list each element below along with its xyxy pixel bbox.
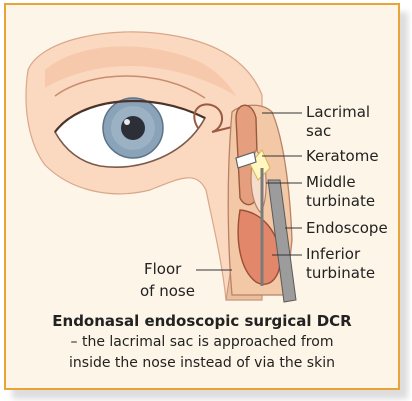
label-lacrimal-sac-2: sac <box>306 122 331 140</box>
caption-title: Endonasal endoscopic surgical DCR <box>8 310 396 332</box>
caption-line-2: inside the nose instead of via the skin <box>8 353 396 374</box>
label-middle-turbinate-2: turbinate <box>306 192 375 210</box>
label-floor-of-nose-1: Floor <box>144 260 181 278</box>
label-floor-of-nose-2: of nose <box>140 282 195 300</box>
eye-pupil <box>121 116 145 140</box>
label-inferior-turbinate-2: turbinate <box>306 264 375 282</box>
label-keratome: Keratome <box>306 147 379 165</box>
label-middle-turbinate-1: Middle <box>306 173 356 191</box>
label-endoscope: Endoscope <box>306 219 388 237</box>
label-inferior-turbinate-1: Inferior <box>306 245 360 263</box>
caption-line-1: – the lacrimal sac is approached from <box>8 332 396 353</box>
label-lacrimal-sac-1: Lacrimal <box>306 103 370 121</box>
figure-caption: Endonasal endoscopic surgical DCR – the … <box>8 310 396 374</box>
